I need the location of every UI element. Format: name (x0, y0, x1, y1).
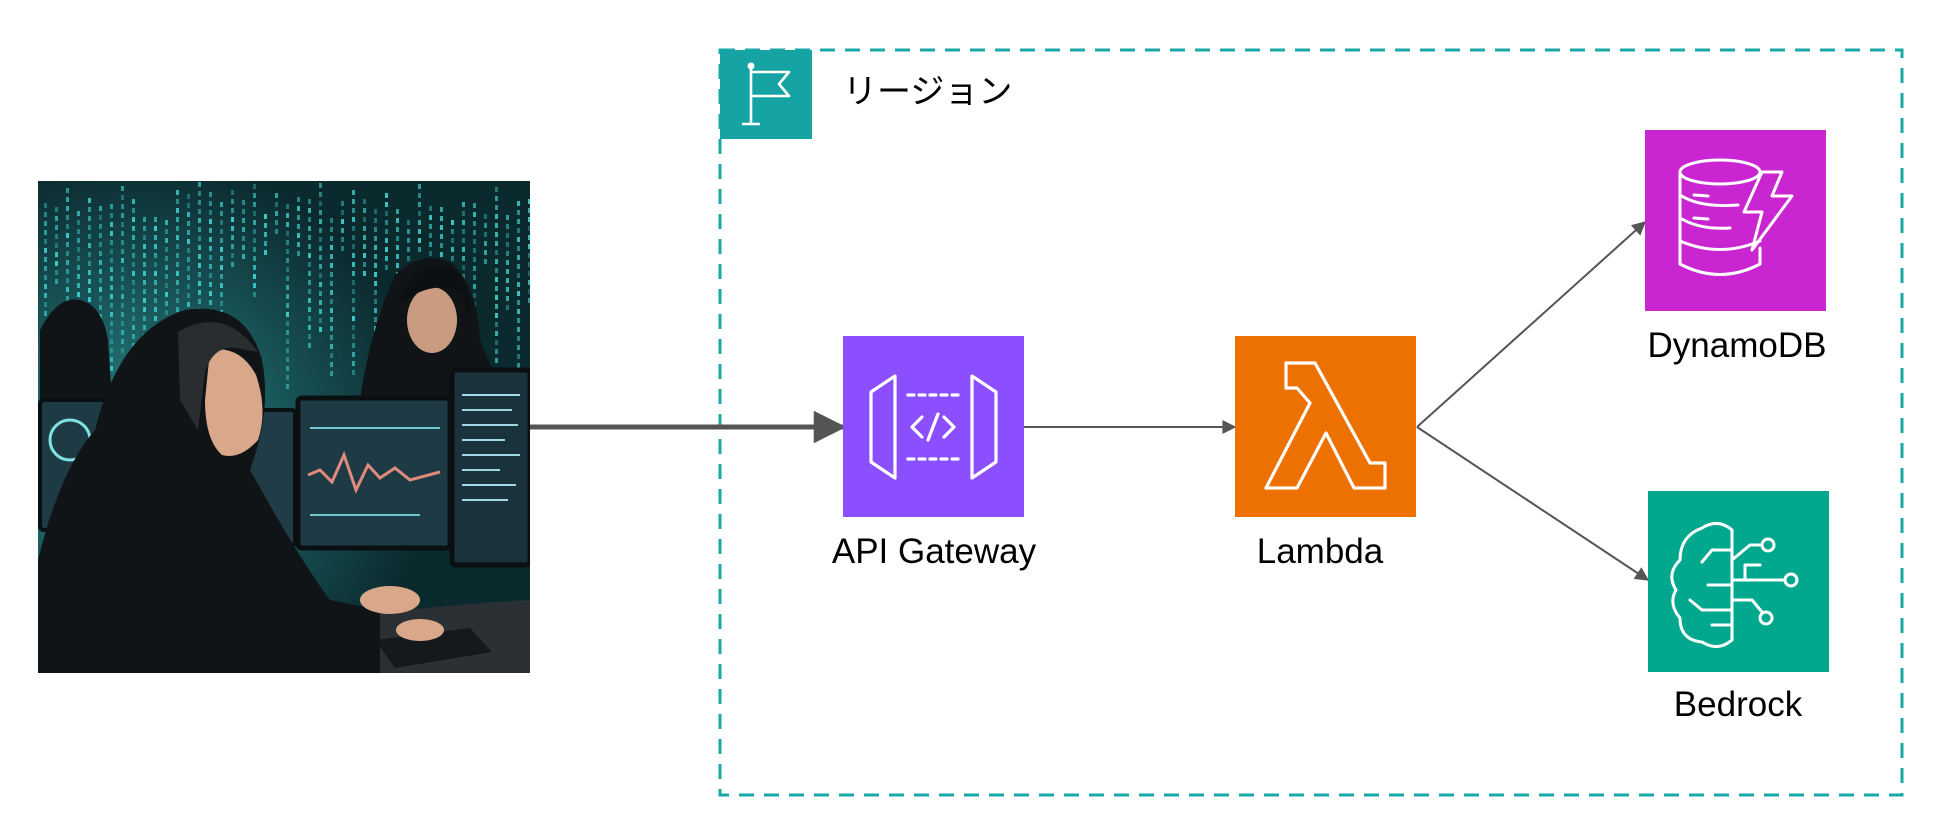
lambda-label: Lambda (1257, 532, 1384, 571)
region-label: リージョン (843, 72, 1012, 112)
lambda-node: Lambda (1235, 336, 1416, 571)
lambda-icon (1235, 336, 1416, 517)
dynamodb-icon (1645, 130, 1826, 311)
api-gateway-node: API Gateway (832, 336, 1037, 571)
bedrock-label: Bedrock (1674, 685, 1803, 724)
lambda-to-bedrock-arrow (1416, 426, 1650, 581)
api-gateway-label: API Gateway (832, 532, 1037, 571)
flag-icon (720, 50, 812, 139)
hacker-at-computer-photo (38, 181, 530, 673)
dynamodb-label: DynamoDB (1648, 326, 1827, 365)
bedrock-node: Bedrock (1648, 491, 1829, 724)
region-group: リージョン (718, 48, 1904, 797)
dynamodb-node: DynamoDB (1645, 130, 1826, 365)
connectors (530, 221, 1650, 581)
code-rain (44, 182, 530, 389)
region-border (718, 48, 1904, 797)
lambda-to-dynamodb-arrow (1416, 221, 1647, 428)
